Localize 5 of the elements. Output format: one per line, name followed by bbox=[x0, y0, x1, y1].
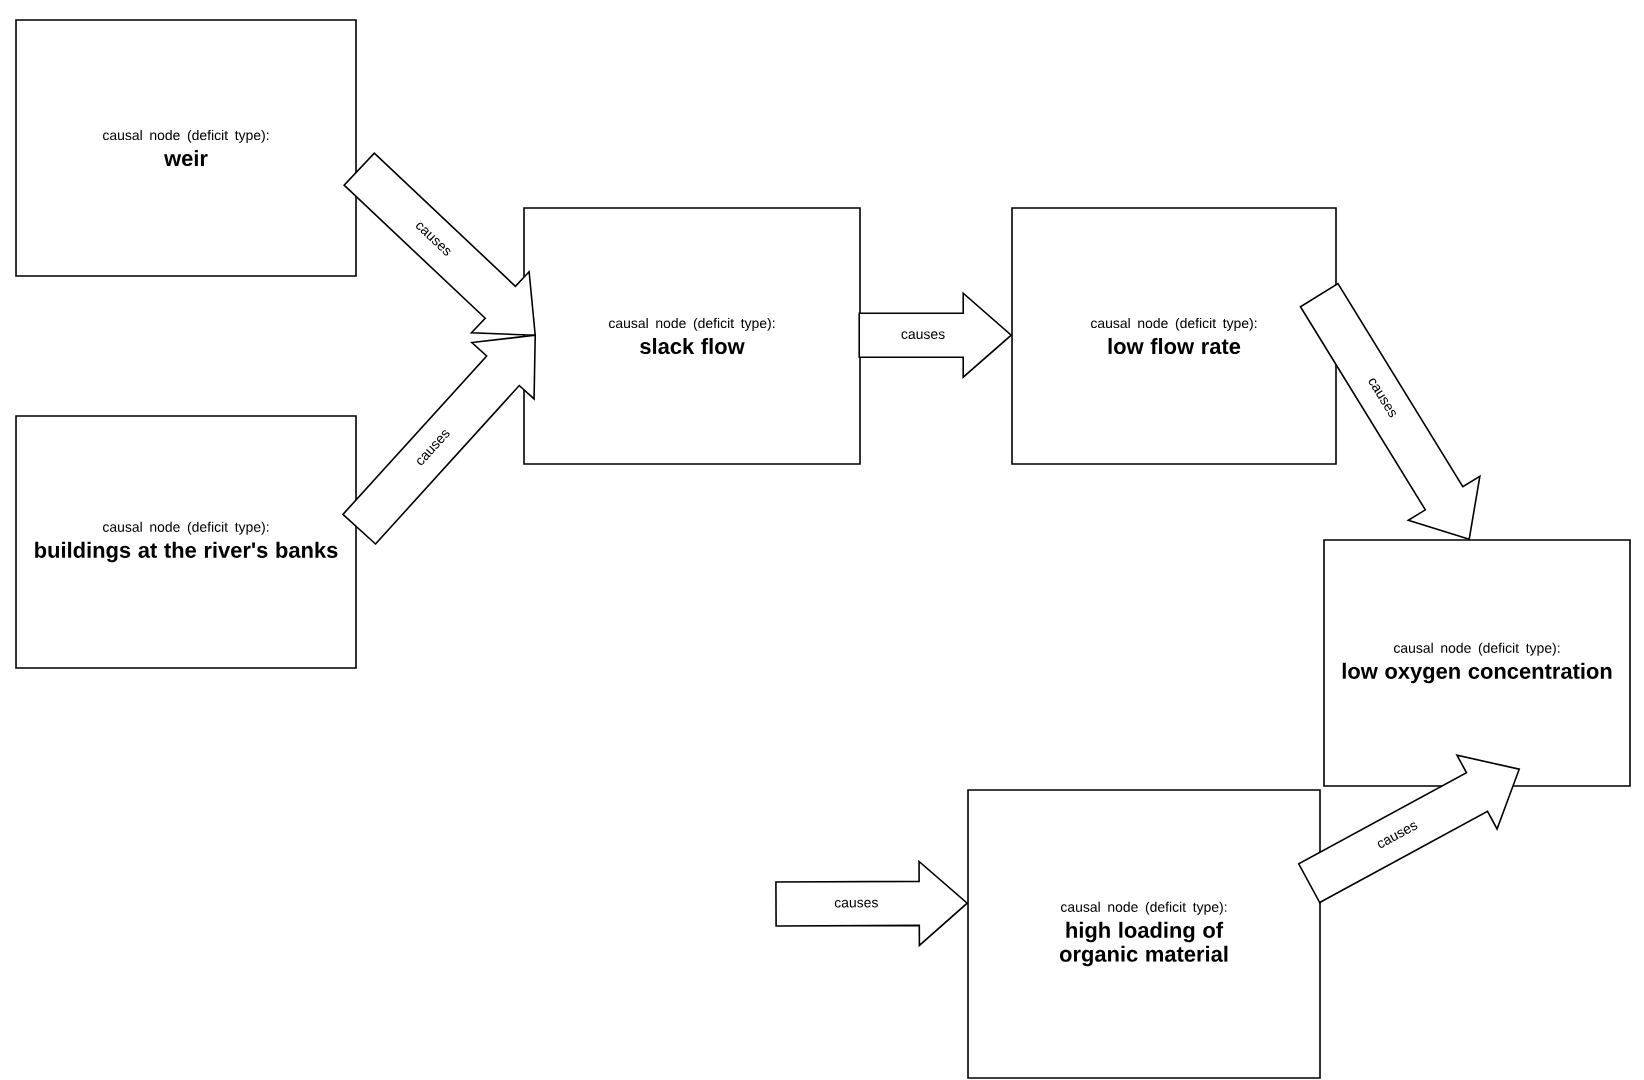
block-arrow bbox=[1297, 754, 1521, 904]
block-arrow bbox=[1299, 282, 1481, 541]
block-arrow bbox=[343, 152, 537, 336]
block-arrow bbox=[775, 859, 969, 948]
block-arrow bbox=[858, 291, 1013, 379]
